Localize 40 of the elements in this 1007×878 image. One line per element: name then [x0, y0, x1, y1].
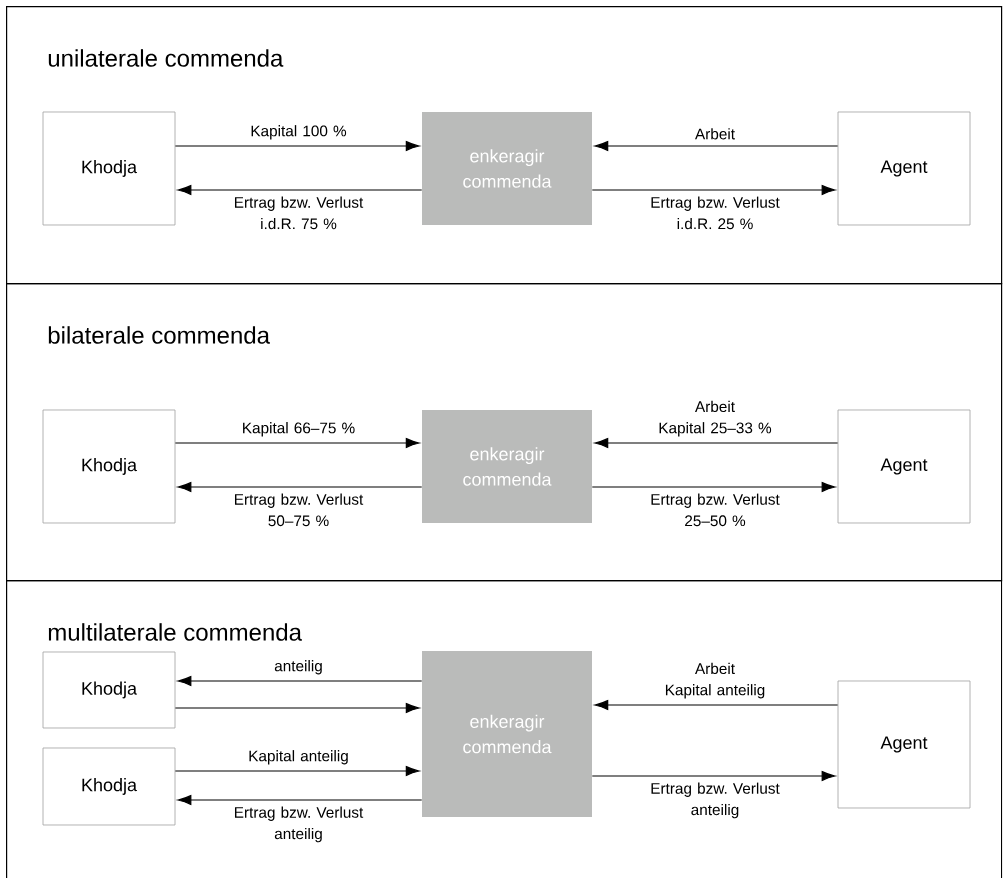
- party-box: Agent: [837, 680, 971, 809]
- arrow: [177, 795, 423, 805]
- edge-label: anteilig: [274, 660, 322, 675]
- arrow: [174, 766, 420, 776]
- party-box: Khodja: [42, 747, 176, 826]
- arrow: [594, 700, 839, 710]
- party-box: Khodja: [42, 409, 176, 524]
- panel-heading: unilaterale commenda: [48, 49, 284, 67]
- edge-label: Kapital 100 %: [251, 125, 347, 140]
- arrow: [591, 771, 836, 781]
- edge-label: Arbeit Kapital anteilig: [665, 662, 765, 699]
- panel-heading: bilaterale commenda: [48, 326, 270, 344]
- commenda-box: enkeragir commenda: [422, 112, 592, 225]
- panel-heading: multilaterale commenda: [48, 623, 302, 641]
- commenda-box: enkeragir commenda: [422, 651, 592, 817]
- edge-label: Ertrag bzw. Verlust anteilig: [651, 782, 780, 819]
- arrow: [174, 141, 420, 151]
- edge-label: Ertrag bzw. Verlust 50–75 %: [235, 493, 364, 527]
- edge-label: Arbeit Kapital 25–33 %: [659, 400, 772, 437]
- arrow: [594, 141, 839, 151]
- arrow: [174, 703, 420, 713]
- edge-label: Kapital 66–75 %: [243, 422, 355, 437]
- commenda-box: enkeragir commenda: [422, 410, 592, 523]
- arrow: [177, 676, 423, 686]
- arrow: [591, 185, 836, 195]
- arrow: [591, 482, 836, 492]
- arrow: [177, 185, 423, 195]
- party-box: Khodja: [42, 651, 176, 729]
- arrow: [177, 482, 423, 492]
- arrow: [594, 438, 839, 448]
- edge-label: Ertrag bzw. Verlust 25–50 %: [651, 493, 780, 527]
- edge-label: Ertrag bzw. Verlust anteilig: [235, 806, 364, 843]
- party-box: Agent: [837, 111, 971, 226]
- edge-label: Ertrag bzw. Verlust i.d.R. 25 %: [651, 196, 780, 230]
- edge-label: Kapital anteilig: [249, 750, 348, 765]
- edge-label: Arbeit: [695, 128, 735, 140]
- party-box: Khodja: [42, 111, 176, 226]
- edge-label: Ertrag bzw. Verlust i.d.R. 75 %: [235, 196, 364, 230]
- arrow: [174, 438, 420, 448]
- party-box: Agent: [837, 409, 971, 524]
